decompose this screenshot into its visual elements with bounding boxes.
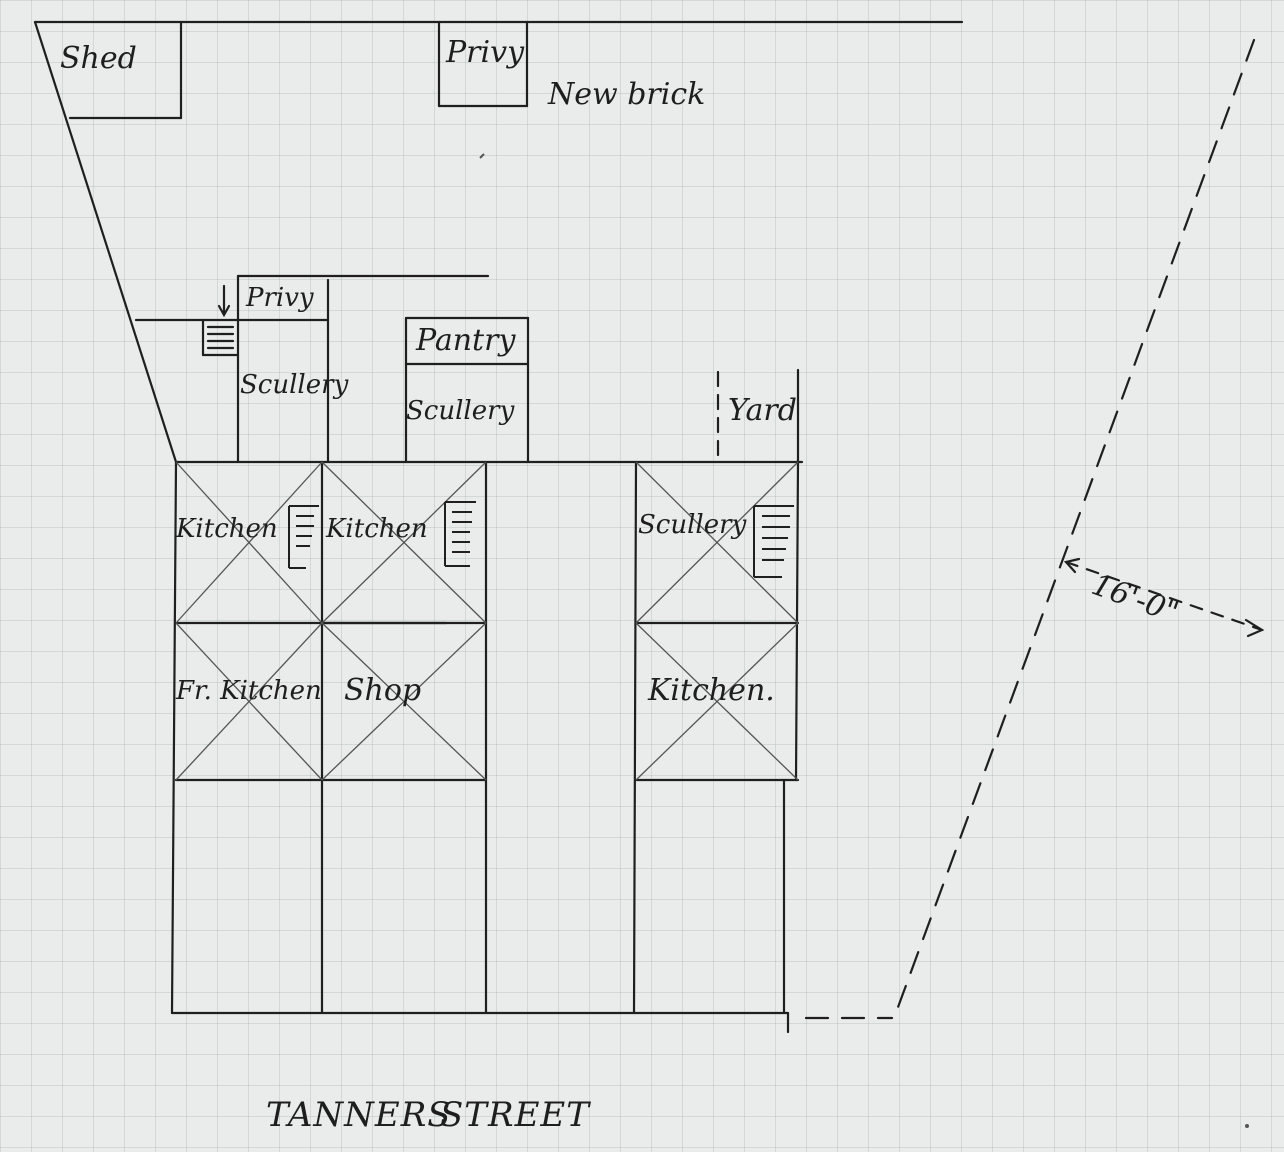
privy-upper-label: Privy <box>246 283 314 313</box>
kitchen-2-label: Kitchen <box>326 514 428 544</box>
dimension-arrow-right <box>1244 618 1265 638</box>
scullery-3-label: Scullery <box>638 510 747 540</box>
arrow-head <box>217 304 231 318</box>
scullery-2-label: Scullery <box>406 396 515 426</box>
pantry-label: Pantry <box>416 323 516 358</box>
wall-v-4 <box>632 460 638 1015</box>
privy-top-label: Privy <box>446 35 525 70</box>
front-kitchen-label: Fr. Kitchen <box>176 676 322 706</box>
scullery-1-label: Scullery <box>240 370 349 400</box>
wall-v-1 <box>170 460 178 1015</box>
shop-label: Shop <box>344 673 422 708</box>
dimension-arrow-left <box>1063 557 1081 574</box>
dimension-dashed-line <box>1064 560 1264 632</box>
wall-v-5 <box>794 460 800 782</box>
shed-left-slant <box>33 20 178 464</box>
shed-label: Shed <box>60 41 137 76</box>
new-brick-label: New brick <box>548 77 706 112</box>
kitchen-3-label: Kitchen. <box>648 673 775 708</box>
street-name-word-2: Street <box>440 1095 590 1135</box>
setback-dashed-line <box>892 38 1256 1020</box>
kitchen-1-label: Kitchen <box>176 514 278 544</box>
yard-label: Yard <box>728 393 797 428</box>
street-name-word-1: Tanners <box>266 1095 452 1135</box>
